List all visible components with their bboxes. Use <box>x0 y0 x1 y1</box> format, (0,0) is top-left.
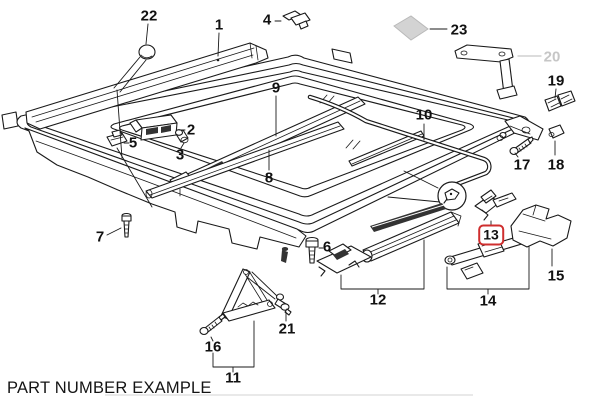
part-16-screw <box>199 313 226 342</box>
callout-7[interactable]: 7 <box>95 228 105 246</box>
callout-3[interactable]: 3 <box>175 146 185 164</box>
callout-23[interactable]: 23 <box>450 21 468 39</box>
callout-18[interactable]: 18 <box>547 156 565 174</box>
callout-17[interactable]: 17 <box>513 156 531 174</box>
part-23-pad <box>393 15 429 41</box>
part-12-slider <box>316 203 462 295</box>
part-6-screw <box>281 236 319 264</box>
part-3-pin <box>174 129 189 144</box>
leader-lines <box>106 20 557 249</box>
part-22-plug <box>113 44 156 159</box>
callout-11[interactable]: 11 <box>225 369 241 387</box>
part-number-example-note: PART NUMBER EXAMPLE <box>7 379 212 397</box>
callout-4[interactable]: 4 <box>262 11 272 29</box>
callout-13-highlighted[interactable]: 13 <box>478 224 504 246</box>
part-4-bracket <box>282 10 311 30</box>
part-18-stud <box>548 124 565 139</box>
frame-corner-bracket <box>496 115 544 141</box>
callout-20-muted[interactable]: 20 <box>543 48 561 66</box>
part-1-rail <box>25 42 269 130</box>
seal-tick-marks <box>319 94 361 150</box>
callout-10[interactable]: 10 <box>415 106 433 124</box>
callout-15[interactable]: 15 <box>547 267 565 285</box>
part-8-rail <box>145 121 345 199</box>
part-2-guide-block <box>129 114 178 141</box>
part-7-screw <box>121 212 132 238</box>
callout-19[interactable]: 19 <box>547 72 565 90</box>
callout-5[interactable]: 5 <box>128 134 138 152</box>
part-11-pivot-bracket <box>212 268 278 373</box>
callout-16[interactable]: 16 <box>204 338 222 356</box>
callout-1[interactable]: 1 <box>214 16 224 34</box>
part-21-bolt <box>274 293 292 322</box>
callout-2[interactable]: 2 <box>186 121 196 139</box>
part-17-screw <box>509 136 534 156</box>
detail-magnifier-circle <box>387 170 467 211</box>
callout-9[interactable]: 9 <box>271 79 281 97</box>
part-5-clip <box>106 129 153 208</box>
part-19-clips <box>544 90 576 112</box>
callout-22[interactable]: 22 <box>140 7 158 25</box>
part-20-strap <box>454 44 518 100</box>
part-10-cable <box>307 94 492 189</box>
callout-12[interactable]: 12 <box>369 291 387 309</box>
callout-14[interactable]: 14 <box>479 292 497 310</box>
part-13-bracket <box>474 189 517 221</box>
part-15-cover <box>510 204 572 267</box>
callout-6[interactable]: 6 <box>322 238 332 256</box>
footer-divider <box>105 394 473 396</box>
callout-21[interactable]: 21 <box>278 320 296 338</box>
callout-8[interactable]: 8 <box>264 169 274 187</box>
